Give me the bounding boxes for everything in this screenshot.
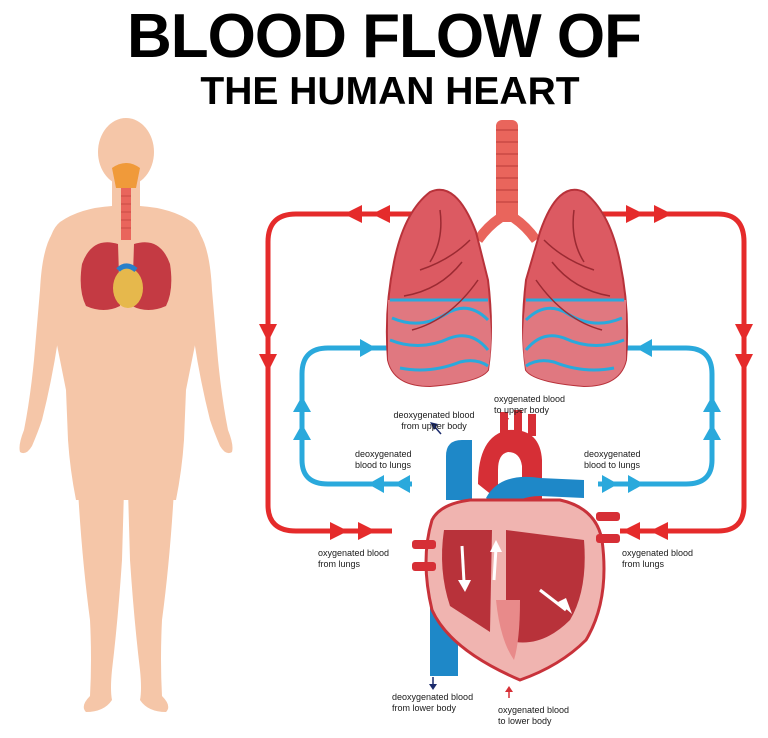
label-oxygenated-from-lungs-left: oxygenated blood from lungs [318,548,389,569]
oxygenated-circulation-path [265,211,747,534]
deoxygenated-circulation-path [299,345,715,487]
label-line: to upper body [494,405,550,415]
label-line: deoxygenated [584,449,641,459]
label-line: oxygenated blood [318,548,389,558]
label-oxygenated-from-lungs-right: oxygenated blood from lungs [622,548,693,569]
oxygenated-flow-arrows [259,205,753,540]
label-line: from lungs [318,559,361,569]
label-line: blood to lungs [355,460,412,470]
label-pointer-arrows [429,416,536,698]
human-body-figure [19,118,233,712]
label-line: from lungs [622,559,665,569]
page-title: BLOOD FLOW OF [127,2,642,71]
label-deoxygenated-to-lungs-left: deoxygenated blood to lungs [355,449,412,470]
label-line: oxygenated blood [622,548,693,558]
label-oxygenated-to-upper-body: oxygenated blood to upper body [494,394,565,415]
label-line: deoxygenated blood [393,410,474,420]
label-line: oxygenated blood [494,394,565,404]
lungs-illustration [385,120,629,388]
deoxygenated-flow-arrows [293,339,721,493]
label-deoxygenated-from-upper-body: deoxygenated blood from upper body [393,410,474,431]
heart-illustration [412,410,620,682]
label-line: from upper body [401,421,467,431]
label-line: oxygenated blood [498,705,569,715]
label-line: deoxygenated [355,449,412,459]
label-deoxygenated-from-lower-body: deoxygenated blood from lower body [392,692,473,713]
label-line: blood to lungs [584,460,641,470]
label-line: from lower body [392,703,457,713]
label-oxygenated-to-lower-body: oxygenated blood to lower body [498,705,569,726]
label-line: to lower body [498,716,552,726]
label-deoxygenated-to-lungs-right: deoxygenated blood to lungs [584,449,641,470]
page-subtitle: THE HUMAN HEART [200,70,580,113]
label-line: deoxygenated blood [392,692,473,702]
